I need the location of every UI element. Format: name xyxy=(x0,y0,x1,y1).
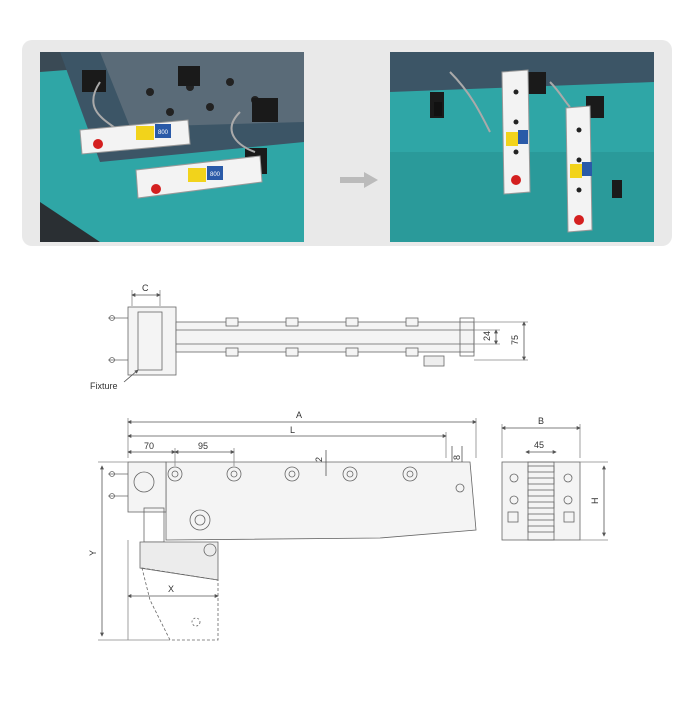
arrow-right-icon xyxy=(340,172,380,193)
top-view xyxy=(108,290,528,383)
dim-x-label: X xyxy=(168,584,174,594)
side-view xyxy=(98,418,477,641)
dim-2-label: 2 xyxy=(314,457,324,462)
photo1-badge-text-2: 800 xyxy=(210,172,221,178)
dim-75-label: 75 xyxy=(510,335,520,345)
fixture-label: Fixture xyxy=(90,381,118,391)
dim-b-label: B xyxy=(538,416,544,426)
dim-l-label: L xyxy=(290,425,295,435)
dim-45-label: 45 xyxy=(534,440,544,450)
dim-95-label: 95 xyxy=(198,441,208,451)
photo-after xyxy=(390,52,654,242)
dim-a-label: A xyxy=(296,410,302,420)
dim-24-label: 24 xyxy=(482,331,492,341)
end-view xyxy=(501,424,608,541)
dim-70-label: 70 xyxy=(144,441,154,451)
photo-before: 800 800 xyxy=(40,52,304,242)
technical-drawing: C 24 75 Fixture xyxy=(88,283,608,641)
photo-panel: 800 800 xyxy=(22,40,672,246)
dim-8-label: 8 xyxy=(452,455,462,460)
dim-c-label: C xyxy=(142,283,149,293)
dim-h-label: H xyxy=(590,498,600,505)
photo1-badge-text: 800 xyxy=(158,130,169,136)
dim-y-label: Y xyxy=(88,550,98,556)
